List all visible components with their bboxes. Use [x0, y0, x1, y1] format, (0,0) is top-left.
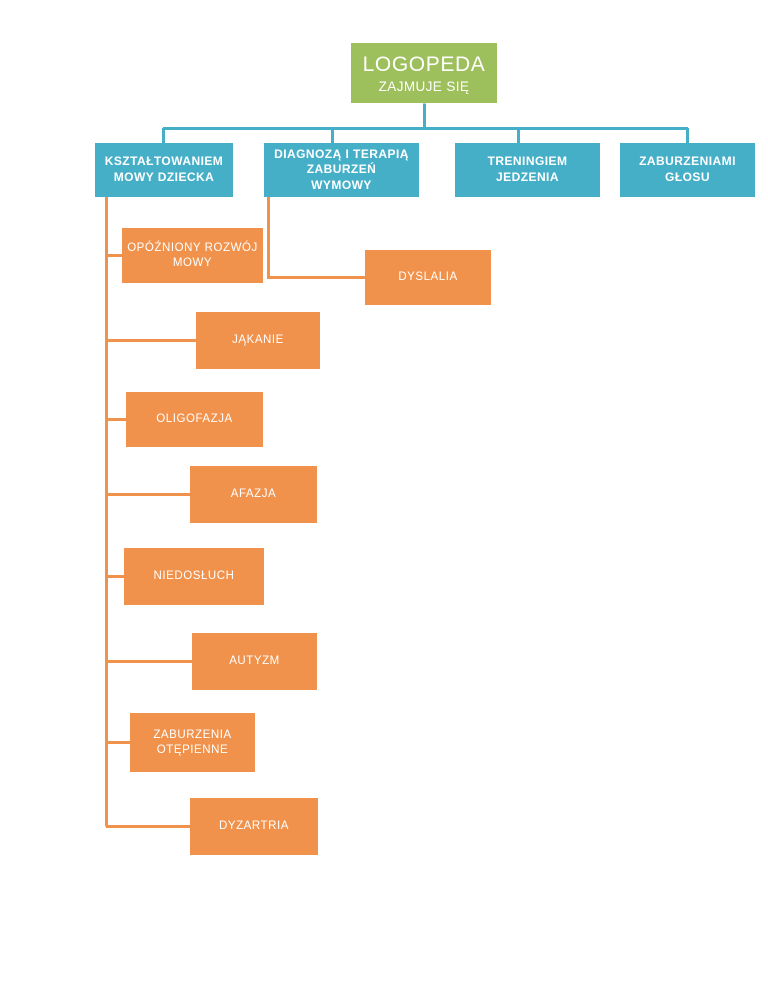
leaf-label-line1: AFAZJA — [230, 488, 277, 501]
leaf-label-line2: OTĘPIENNE — [156, 743, 229, 756]
node-branch-trening[interactable]: TRENINGIEM JEDZENIA — [455, 143, 600, 197]
branch-label-line2: MOWY DZIECKA — [113, 170, 215, 184]
leaf-label-line1: OPÓŹNIONY ROZWÓJ — [127, 241, 258, 254]
leaf-label-line1: DYSLALIA — [398, 271, 458, 284]
branch-label-line1: DIAGNOZĄ I TERAPIĄ — [274, 146, 409, 161]
branch-label-line3: WYMOWY — [311, 177, 372, 192]
leaf-label-line1: OLIGOFAZJA — [156, 413, 233, 426]
branch-label-line2: GŁOSU — [665, 170, 710, 184]
branch-label-line2: ZABURZEŃ — [306, 162, 377, 177]
node-leaf-niedosluch[interactable]: NIEDOSŁUCH — [124, 548, 264, 605]
node-leaf-opozniony[interactable]: OPÓŹNIONY ROZWÓJ MOWY — [122, 228, 263, 283]
node-leaf-afazja[interactable]: AFAZJA — [190, 466, 317, 523]
leaf-label-line1: AUTYZM — [229, 655, 280, 668]
branch-label-line1: ZABURZENIAMI — [639, 154, 736, 169]
branch-label-line2: JEDZENIA — [496, 170, 559, 184]
node-branch-ksztaltowanie[interactable]: KSZTAŁTOWANIEM MOWY DZIECKA — [95, 143, 233, 197]
leaf-label-line2: MOWY — [172, 256, 213, 269]
node-leaf-autyzm[interactable]: AUTYZM — [192, 633, 317, 690]
leaf-label-line1: JĄKANIE — [232, 334, 284, 347]
branch-label-line1: KSZTAŁTOWANIEM — [104, 154, 224, 169]
node-branch-glos[interactable]: ZABURZENIAMI GŁOSU — [620, 143, 755, 197]
node-root[interactable]: LOGOPEDA ZAJMUJE SIĘ — [351, 43, 497, 103]
node-leaf-dyzartria[interactable]: DYZARTRIA — [190, 798, 318, 855]
branch-label-line1: TRENINGIEM — [487, 154, 568, 169]
leaf-label-line1: NIEDOSŁUCH — [153, 570, 235, 583]
node-branch-diagnoza[interactable]: DIAGNOZĄ I TERAPIĄ ZABURZEŃ WYMOWY — [264, 143, 419, 197]
connector-dyslalia — [267, 197, 365, 279]
root-title: LOGOPEDA — [362, 52, 486, 76]
node-leaf-otepienne[interactable]: ZABURZENIA OTĘPIENNE — [130, 713, 255, 772]
node-leaf-dyslalia[interactable]: DYSLALIA — [365, 250, 491, 305]
root-subtitle: ZAJMUJE SIĘ — [378, 78, 470, 94]
leaf-label-line1: DYZARTRIA — [219, 820, 289, 833]
node-leaf-oligofazja[interactable]: OLIGOFAZJA — [126, 392, 263, 447]
node-leaf-jakanie[interactable]: JĄKANIE — [196, 312, 320, 369]
leaf-label-line1: ZABURZENIA — [153, 728, 232, 741]
